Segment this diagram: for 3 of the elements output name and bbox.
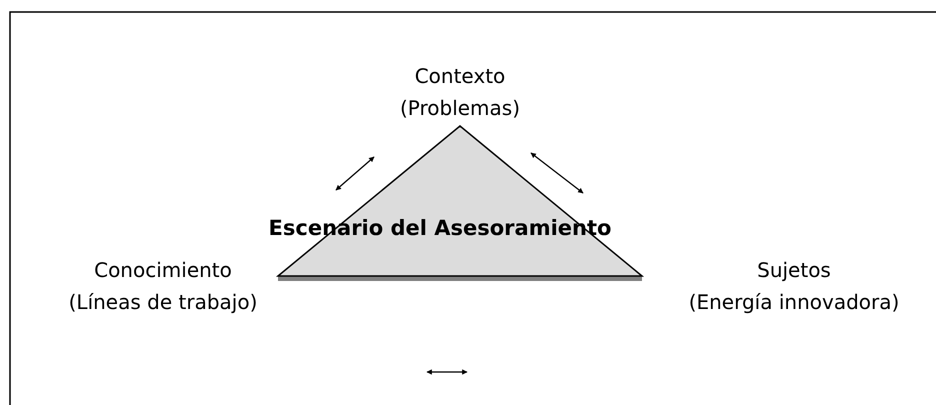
node-label: Sujetos (Energía innovadora) <box>688 257 900 316</box>
node-label: Conocimiento (Líneas de trabajo) <box>68 257 258 316</box>
node-label: Contexto (Problemas) <box>398 63 522 122</box>
